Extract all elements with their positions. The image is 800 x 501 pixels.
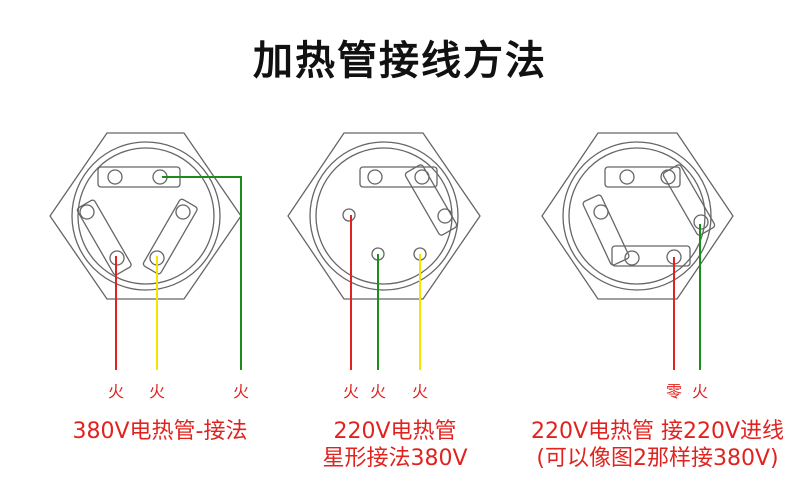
terminal bbox=[107, 169, 123, 185]
caption-line: (可以像图2那样接380V) bbox=[536, 446, 779, 471]
wire-label: 火 bbox=[412, 382, 429, 401]
wire-label: 火 bbox=[233, 382, 250, 401]
wire-label: 火 bbox=[343, 382, 360, 401]
wire-label: 火 bbox=[108, 382, 125, 401]
flange-circle bbox=[71, 141, 221, 291]
caption-line: 星形接法380V bbox=[322, 446, 468, 471]
terminal bbox=[619, 169, 635, 185]
hex-nut-outline bbox=[49, 132, 242, 300]
jumper-bar bbox=[611, 245, 691, 267]
caption-line: 220V电热管 接220V进线 bbox=[530, 419, 785, 444]
wire-label: 火 bbox=[370, 382, 387, 401]
caption-line: 220V电热管 bbox=[333, 419, 457, 444]
jumper-bar bbox=[604, 166, 681, 188]
heater-flange-3 bbox=[541, 132, 734, 300]
jumper-bar bbox=[359, 166, 438, 188]
flange-inner-circle bbox=[77, 147, 215, 285]
caption-line: 380V电热管-接法 bbox=[72, 419, 248, 444]
wire-label: 零 bbox=[666, 382, 683, 401]
terminal bbox=[593, 204, 609, 220]
caption-diagram-2: 220V电热管 星形接法380V bbox=[300, 418, 490, 472]
page-title: 加热管接线方法 bbox=[253, 38, 547, 84]
terminal bbox=[342, 208, 356, 222]
wire-label: 火 bbox=[692, 382, 709, 401]
terminal bbox=[175, 204, 191, 220]
jumper-bar bbox=[404, 164, 458, 236]
heater-flange-1 bbox=[49, 132, 242, 300]
terminal bbox=[367, 169, 383, 185]
flange-circle bbox=[562, 141, 712, 291]
terminal bbox=[624, 250, 640, 266]
terminal bbox=[437, 208, 453, 224]
caption-diagram-1: 380V电热管-接法 bbox=[60, 418, 260, 445]
hex-nut-outline bbox=[541, 132, 734, 300]
flange-inner-circle bbox=[315, 147, 453, 285]
flange-circle bbox=[309, 141, 459, 291]
jumper-bar bbox=[142, 198, 198, 275]
wire-label: 火 bbox=[149, 382, 166, 401]
jumper-bar bbox=[662, 164, 716, 236]
jumper-bar bbox=[582, 194, 630, 266]
hex-nut-outline bbox=[287, 132, 481, 300]
caption-diagram-3: 220V电热管 接220V进线 (可以像图2那样接380V) bbox=[520, 418, 795, 472]
terminal bbox=[79, 204, 95, 220]
jumper-bar bbox=[76, 199, 132, 276]
wire-green bbox=[162, 176, 242, 370]
heater-flange-2 bbox=[287, 132, 481, 300]
terminal bbox=[660, 169, 676, 185]
